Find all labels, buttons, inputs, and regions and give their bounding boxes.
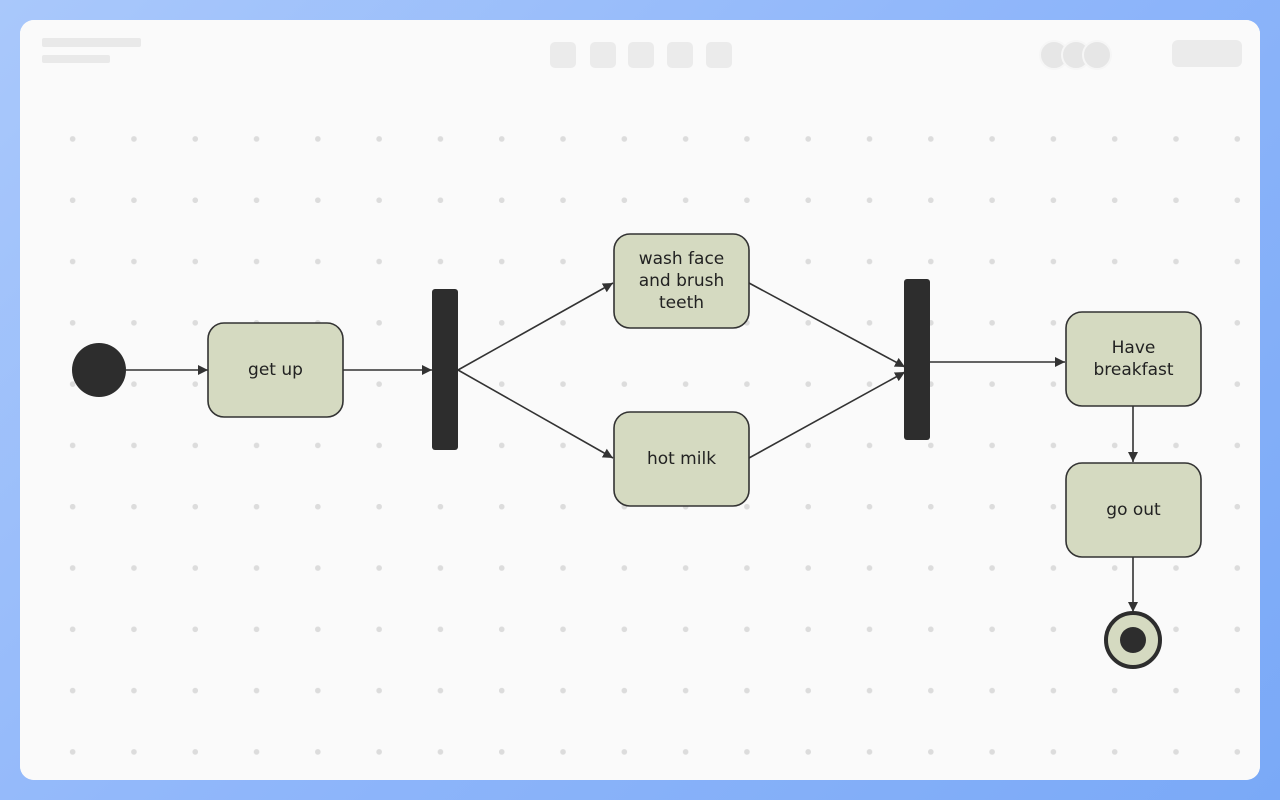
- initial-node[interactable]: [72, 343, 126, 397]
- toolbar: [20, 20, 1260, 82]
- tool-5-button[interactable]: [706, 42, 732, 68]
- node-label: hot milk: [647, 449, 716, 469]
- node-join[interactable]: [904, 279, 930, 440]
- node-end[interactable]: [1104, 611, 1162, 669]
- document-subtitle-placeholder: [42, 55, 110, 63]
- edge-fork-to-milk[interactable]: [457, 369, 614, 459]
- share-button[interactable]: [1172, 40, 1242, 67]
- edge-milk-to-join[interactable]: [748, 371, 906, 459]
- node-start[interactable]: [72, 343, 126, 397]
- tool-3-button[interactable]: [628, 42, 654, 68]
- edges: [126, 282, 1138, 612]
- action-box[interactable]: [613, 411, 750, 507]
- edge-fork-to-wash[interactable]: [457, 282, 614, 371]
- action-box[interactable]: [1065, 311, 1202, 407]
- tool-1-button[interactable]: [550, 42, 576, 68]
- node-milk[interactable]: hot milk: [613, 411, 750, 507]
- node-label: go out: [1106, 500, 1161, 520]
- action-box[interactable]: [207, 322, 344, 418]
- action-box[interactable]: [613, 233, 750, 329]
- node-go-out[interactable]: go out: [1065, 462, 1202, 558]
- node-get-up[interactable]: get up: [207, 322, 344, 418]
- collaborator-avatar[interactable]: [1082, 40, 1112, 70]
- fork-bar[interactable]: [432, 289, 458, 450]
- tool-4-button[interactable]: [667, 42, 693, 68]
- node-label: get up: [248, 360, 303, 380]
- action-box[interactable]: [1065, 462, 1202, 558]
- document-title-placeholder: [42, 38, 141, 47]
- node-fork[interactable]: [432, 289, 458, 450]
- join-bar[interactable]: [904, 279, 930, 440]
- final-node-dot: [1120, 627, 1146, 653]
- edge-wash-to-join[interactable]: [748, 282, 906, 368]
- tool-2-button[interactable]: [590, 42, 616, 68]
